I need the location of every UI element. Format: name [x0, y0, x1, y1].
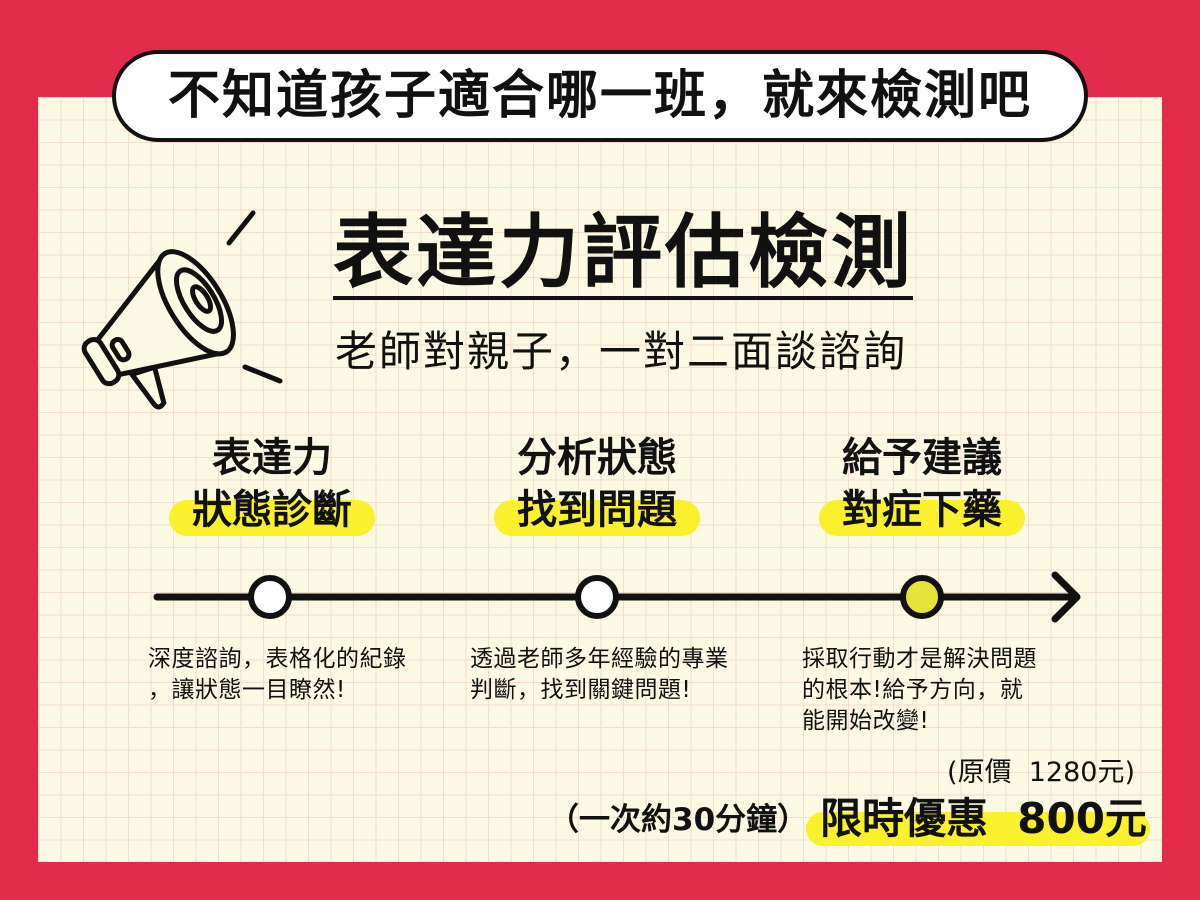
megaphone-slot [109, 336, 132, 363]
header-text: 不知道孩子適合哪一班，就來檢測吧 [167, 66, 1032, 126]
step-heading: 分析狀態 [517, 435, 677, 481]
step-subheading: 狀態診斷 [192, 487, 352, 533]
timeline-node-1 [248, 575, 292, 619]
step-3: 給予建議 對症下藥 [772, 436, 1072, 546]
step-heading: 給予建議 [842, 435, 1002, 481]
burst-line-top [226, 210, 256, 246]
session-duration: （一次約30分鐘） [548, 802, 809, 838]
description-line: 透過老師多年經驗的專業 [470, 646, 729, 672]
megaphone-bell-core [190, 284, 214, 314]
offer-price: 限時優惠 800元 [820, 794, 1147, 843]
megaphone-icon [81, 249, 236, 410]
page-subtitle: 老師對親子，一對二面談諮詢 [335, 327, 908, 376]
highlight-bar [494, 500, 700, 536]
burst-line-bottom [242, 364, 283, 384]
step-heading: 表達力 [212, 435, 332, 481]
step-2: 分析狀態 找到問題 [447, 436, 747, 546]
step-1: 表達力 狀態診斷 [122, 436, 422, 546]
step-2-description: 透過老師多年經驗的專業 判斷，找到關鍵問題! [470, 644, 770, 706]
header-banner: 不知道孩子適合哪一班，就來檢測吧 [112, 50, 1088, 142]
original-price: (原價 1280元) [947, 757, 1135, 788]
grid-panel [38, 97, 1162, 862]
description-line: 能開始改變! [802, 708, 930, 734]
timeline-node-3 [900, 575, 944, 619]
highlight-bar [819, 500, 1025, 536]
description-line: 深度諮詢，表格化的紀錄 [148, 646, 407, 672]
timeline-node-2 [575, 575, 619, 619]
offer-highlight-bar [806, 812, 1150, 846]
step-subheading: 對症下藥 [842, 487, 1002, 533]
description-line: ，讓狀態一目瞭然! [148, 677, 346, 703]
description-line: 採取行動才是解決問題 [802, 646, 1037, 672]
page-title: 表達力評估檢測 [333, 206, 914, 299]
description-line: 判斷，找到關鍵問題! [470, 677, 692, 703]
timeline-arrow-head [1051, 571, 1081, 623]
step-subheading: 找到問題 [517, 487, 677, 533]
title-underline [333, 296, 913, 300]
megaphone-handle [129, 364, 167, 410]
step-1-description: 深度諮詢，表格化的紀錄 ，讓狀態一目瞭然! [148, 644, 448, 706]
highlight-bar [169, 500, 375, 536]
step-3-description: 採取行動才是解決問題 的根本!給予方向，就 能開始改變! [802, 644, 1102, 737]
megaphone-rear-cap [81, 336, 122, 387]
description-line: 的根本!給予方向，就 [802, 677, 1024, 703]
